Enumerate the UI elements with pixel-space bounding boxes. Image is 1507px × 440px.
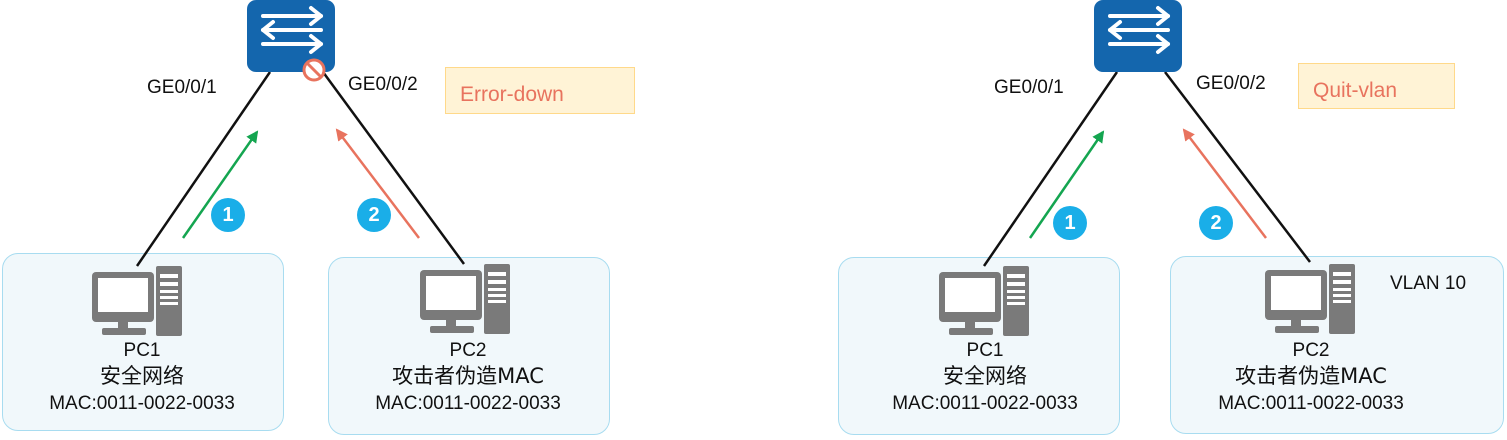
prohibited-icon xyxy=(302,58,326,82)
pc2-info: PC2 攻击者伪造MAC MAC:0011-0022-0033 xyxy=(1171,340,1451,418)
pc2-desc: 攻击者伪造MAC xyxy=(1235,364,1387,388)
action-tag-error-down: Error-down xyxy=(445,67,635,114)
green-arrow-pc1 xyxy=(1028,130,1105,239)
pc1-name: PC1 xyxy=(123,340,161,361)
pc2-computer-icon xyxy=(420,264,512,334)
link-ge0-0-2 xyxy=(1164,71,1311,263)
panel-error-down: GE0/0/1 GE0/0/2 Error-down 1 2 PC1 安全网络 … xyxy=(0,0,640,440)
switch-arrows-icon xyxy=(1094,0,1182,72)
step-badge-2: 2 xyxy=(1199,206,1233,240)
pc2-name: PC2 xyxy=(1292,340,1330,361)
pc2-mac: MAC:0011-0022-0033 xyxy=(375,393,561,414)
action-tag-quit-vlan: Quit-vlan xyxy=(1298,63,1455,109)
green-arrow-pc1 xyxy=(181,130,259,239)
pc2-desc: 攻击者伪造MAC xyxy=(392,364,544,388)
port-label-ge0-0-1: GE0/0/1 xyxy=(147,77,217,98)
pc2-mac: MAC:0011-0022-0033 xyxy=(1218,393,1404,414)
port-label-ge0-0-2: GE0/0/2 xyxy=(1196,73,1266,94)
pc1-desc: 安全网络 xyxy=(100,364,184,388)
pc2-computer-icon xyxy=(1265,264,1357,334)
pc1-info: PC1 安全网络 MAC:0011-0022-0033 xyxy=(845,340,1125,418)
pc1-computer-icon xyxy=(92,266,184,336)
connection-lines xyxy=(982,71,1311,267)
port-label-ge0-0-2: GE0/0/2 xyxy=(348,74,418,95)
red-arrow-pc2 xyxy=(1182,128,1267,239)
pc1-mac: MAC:0011-0022-0033 xyxy=(49,393,235,414)
red-arrow-pc2 xyxy=(335,128,420,239)
step-badge-1: 1 xyxy=(211,198,245,232)
link-ge0-0-2 xyxy=(321,71,466,265)
step-badge-1: 1 xyxy=(1053,206,1087,240)
pc1-computer-icon xyxy=(939,266,1031,336)
pc1-name: PC1 xyxy=(966,340,1004,361)
link-ge0-0-1 xyxy=(135,71,272,267)
step-badge-2: 2 xyxy=(357,198,391,232)
link-ge0-0-1 xyxy=(982,71,1119,267)
connection-lines xyxy=(135,71,466,267)
pc2-name: PC2 xyxy=(449,340,487,361)
panel-quit-vlan: GE0/0/1 GE0/0/2 Quit-vlan 1 2 VLAN 10 PC… xyxy=(835,0,1507,440)
switch-icon xyxy=(1094,0,1182,72)
vlan-label: VLAN 10 xyxy=(1390,273,1467,294)
pc1-info: PC1 安全网络 MAC:0011-0022-0033 xyxy=(2,340,282,418)
pc2-info: PC2 攻击者伪造MAC MAC:0011-0022-0033 xyxy=(328,340,608,418)
pc1-mac: MAC:0011-0022-0033 xyxy=(892,393,1078,414)
pc1-desc: 安全网络 xyxy=(943,364,1027,388)
switch-icon xyxy=(247,0,335,72)
port-label-ge0-0-1: GE0/0/1 xyxy=(994,77,1064,98)
